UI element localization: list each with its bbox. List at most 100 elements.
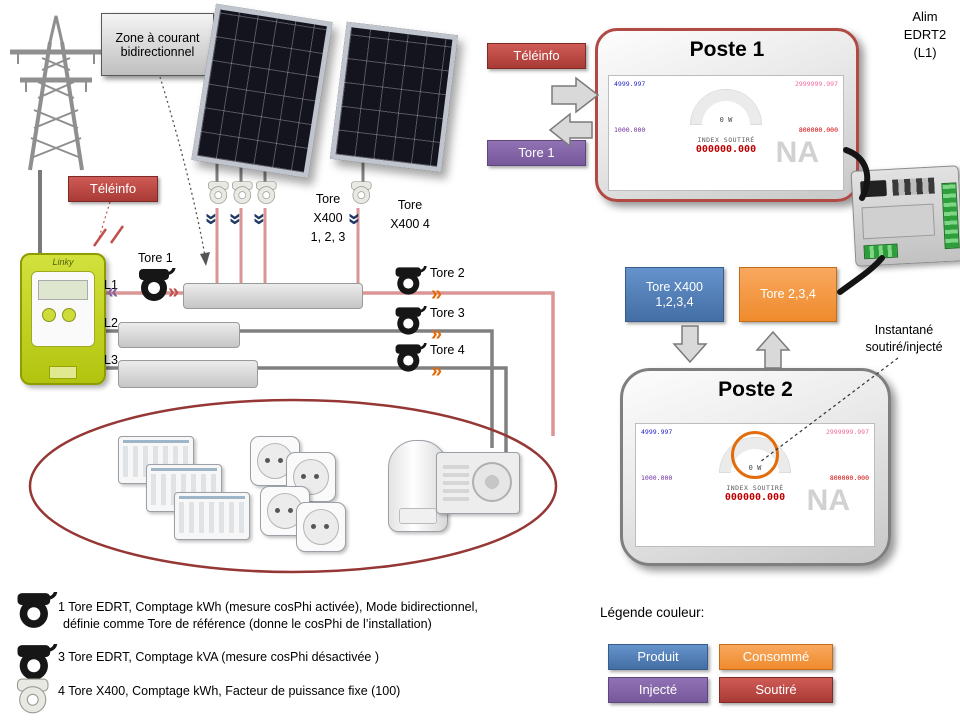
linky-terminal — [49, 366, 77, 379]
legend-injecte-box: Injecté — [608, 677, 708, 703]
meter-top-left-value: 4999.997 — [641, 428, 673, 436]
tore-234-box: Tore 2,3,4 — [739, 267, 837, 322]
instantane-line2: soutiré/injecté — [865, 339, 943, 354]
air-conditioner — [436, 452, 520, 514]
legend-tore-x400-icon — [16, 678, 49, 714]
meter-watermark: NA — [806, 484, 850, 517]
poste2-panel: Poste 2 4999.997 2999999.997 1000.000 80… — [620, 368, 891, 566]
index-block: INDEX SOUTIRÉ 000000.000 — [696, 136, 756, 155]
tore-234-text: Tore 2,3,4 — [760, 287, 816, 302]
legend-consomme-text: Consommé — [742, 648, 810, 664]
bus-bar-l1 — [183, 283, 363, 309]
tore1-right-text: Tore 1 — [518, 144, 555, 160]
index-value: 000000.000 — [724, 492, 786, 503]
linky-button-minus — [62, 308, 76, 322]
tore-x400-1-icon — [208, 181, 229, 204]
index-block: INDEX SOUTIRÉ 000000.000 — [725, 484, 785, 503]
power-outlet-4 — [296, 502, 346, 552]
bidirectional-zone-label: Zone à courant bidirectionnel — [101, 13, 214, 76]
meter-watermark: NA — [775, 136, 819, 169]
alim-line3: (L1) — [913, 45, 937, 61]
tore-3-icon — [394, 306, 427, 336]
meter-mid-left-value: 1000.000 — [614, 126, 646, 134]
chevron-right-tore2-icon — [431, 284, 442, 304]
poste2-title: Poste 2 — [718, 378, 793, 401]
poste1-panel: Poste 1 4999.997 2999999.997 1000.000 80… — [595, 28, 859, 202]
tore-x400-box-line1: Tore X400 — [646, 280, 703, 295]
solar-panel-2 — [330, 21, 458, 173]
arrow-down-icon — [672, 325, 708, 364]
linky-meter: Linky — [20, 253, 106, 385]
chevron-down-pv3-icon — [249, 213, 271, 225]
alim-line1: Alim — [912, 9, 938, 24]
zone-label-text: Zone à courant bidirectionnel — [115, 30, 200, 59]
poste1-meter-display: 4999.997 2999999.997 1000.000 800000.000… — [608, 75, 844, 191]
index-label: INDEX SOUTIRÉ — [697, 136, 755, 144]
legend-tore-edrt2-icon — [15, 644, 58, 681]
legend-item3-line1: 4 Tore X400, Comptage kWh, Facteur de pu… — [58, 684, 401, 698]
module-screen — [860, 180, 887, 198]
module-body — [861, 203, 936, 240]
power-gauge: 0 W — [690, 89, 762, 125]
tore3-label: Tore 3 — [430, 306, 465, 320]
tore-1-icon — [137, 268, 176, 302]
instantane-highlight-ring — [731, 431, 779, 479]
phase-label-l3: L3 — [104, 353, 118, 367]
chevron-left-injecte-icon — [107, 282, 118, 302]
tore-x400-123-line2: X400 — [313, 210, 343, 225]
instantane-label: Instantané soutiré/injecté — [848, 322, 960, 356]
legend-injecte-text: Injecté — [638, 681, 678, 697]
legend-produit-text: Produit — [637, 648, 679, 664]
tore-x400-123-line1: Tore — [315, 192, 341, 206]
tore-x400-box-line2: 1,2,3,4 — [655, 294, 694, 309]
tore-x400-4-label: Tore X400 4 — [382, 196, 438, 234]
linky-brand: Linky — [52, 257, 74, 267]
pylon-icon — [10, 15, 102, 171]
meter-top-right-value: 2999999.997 — [794, 80, 838, 88]
module-terminals-bottom — [863, 243, 899, 260]
linky-lcd — [38, 280, 88, 300]
tore-x400-2-icon — [232, 181, 253, 204]
meter-mid-left-value: 1000.000 — [641, 474, 673, 482]
chevron-right-tore3-icon — [431, 324, 442, 344]
linky-face — [31, 271, 95, 347]
module-terminals-right — [941, 182, 960, 250]
tore4-label: Tore 4 — [430, 343, 465, 357]
legend-tore-edrt-icon — [15, 592, 58, 629]
tore-2-icon — [394, 266, 427, 296]
tore-x400-123-label: Tore X400 1, 2, 3 — [298, 190, 358, 246]
tore-x400-1234-box: Tore X400 1,2,3,4 — [625, 267, 724, 322]
linky-button-plus — [42, 308, 56, 322]
meter-mid-right-value: 800000.000 — [829, 474, 869, 482]
tore-x400-3-icon — [256, 181, 277, 204]
gauge-value: 0 W — [719, 116, 733, 124]
tore1-box-right: Tore 1 — [487, 140, 586, 166]
legend-soutire-text: Soutiré — [755, 681, 797, 697]
alim-line2: EDRT2 — [903, 27, 947, 43]
tore-x400-4-line1: Tore — [397, 198, 423, 212]
legend-consomme-box: Consommé — [719, 644, 833, 670]
legend-produit-box: Produit — [608, 644, 708, 670]
tore-x400-4-line2: X400 4 — [390, 216, 430, 231]
edrt2-module — [850, 165, 960, 267]
poste1-title: Poste 1 — [689, 38, 765, 61]
module-slots — [892, 177, 935, 196]
bus-bar-l3 — [118, 360, 258, 388]
legend-item1-line1: 1 Tore EDRT, Comptage kWh (mesure cosPhi… — [58, 600, 478, 614]
color-legend-title: Légende couleur: — [600, 605, 705, 620]
legend-item2-line1: 3 Tore EDRT, Comptage kVA (mesure cosPhi… — [58, 650, 379, 664]
teleinfo-label-right: Téléinfo — [487, 43, 586, 69]
meter-top-right-value: 2999999.997 — [825, 428, 869, 436]
teleinfo-left-text: Téléinfo — [89, 180, 137, 196]
instantane-line1: Instantané — [874, 323, 934, 337]
meter-top-left-value: 4999.997 — [614, 80, 646, 88]
teleinfo-label-left: Téléinfo — [68, 176, 158, 202]
tore2-label: Tore 2 — [430, 266, 465, 280]
chevron-down-pv2-icon — [225, 213, 247, 225]
phase-label-l2: L2 — [104, 316, 118, 330]
bus-bar-l2 — [118, 322, 240, 348]
radiator-3 — [174, 492, 250, 540]
arrow-up-icon — [755, 330, 791, 369]
chevron-right-tore4-icon — [431, 361, 442, 381]
